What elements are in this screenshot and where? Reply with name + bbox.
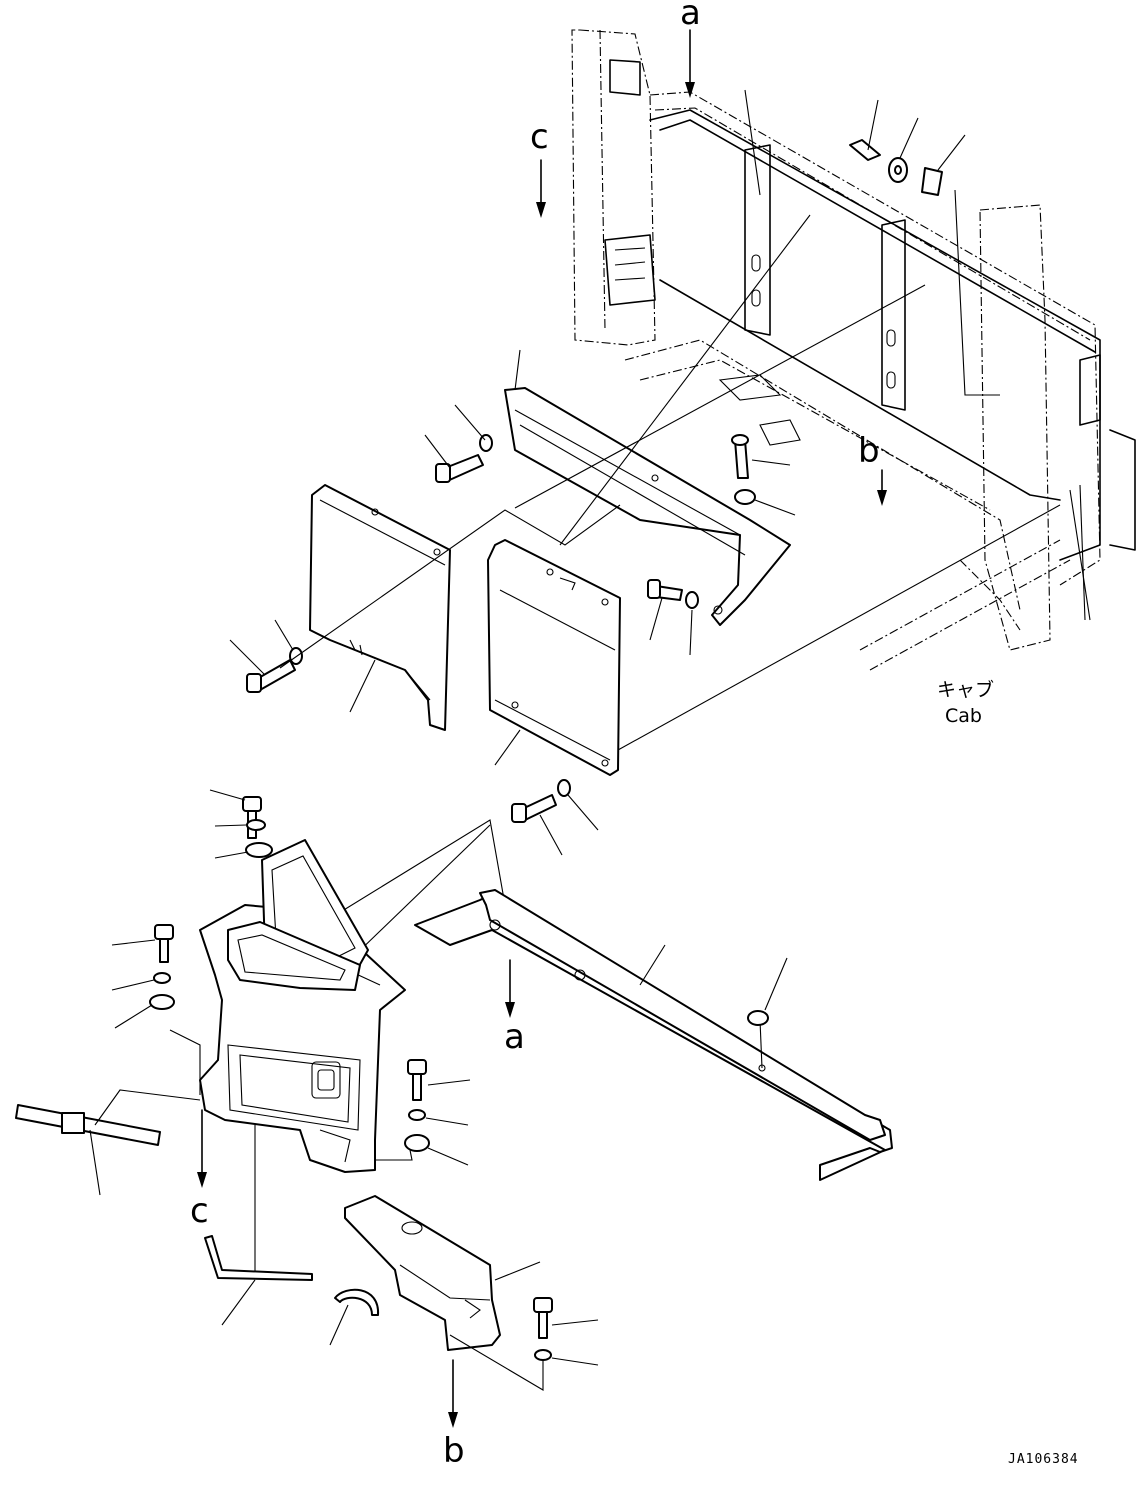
leader-lines	[279, 189, 1091, 961]
label-a-top: a	[680, 0, 701, 33]
top-fastener-group	[849, 99, 966, 196]
hook-clip	[329, 1288, 380, 1346]
label-c-lower: c	[190, 1191, 209, 1231]
lower-bracket	[344, 1195, 541, 1351]
pillar-latch	[604, 59, 656, 306]
figure-code: JA106384	[1008, 1452, 1079, 1467]
arrow-b-lower	[448, 1359, 458, 1428]
right-panel-bolt	[511, 779, 599, 856]
seal-strip	[15, 1104, 161, 1196]
console-frame	[227, 839, 369, 991]
label-a-lower: a	[504, 1017, 525, 1057]
console-bolt-stack-upper	[209, 789, 273, 859]
wire-bracket	[204, 1125, 313, 1326]
label-b-right: b	[858, 431, 880, 471]
misc-leaders	[94, 89, 1086, 1161]
cab-rear-panel	[649, 109, 1136, 561]
arrow-c-top	[536, 159, 546, 218]
cab-frame-outline	[571, 29, 1101, 671]
lower-bracket-bolt	[449, 1297, 599, 1391]
long-rail-cover	[414, 889, 893, 1181]
upper-trim-bolt	[424, 404, 493, 483]
arrow-a-top	[685, 29, 695, 98]
cab-label-english: Cab	[945, 705, 982, 727]
upper-trim-right-fasteners	[647, 434, 796, 656]
console-bolt-stack-lower	[111, 924, 175, 1029]
right-cover-panel	[487, 539, 621, 776]
upper-trim-cover	[504, 349, 791, 626]
left-panel-bolt	[229, 619, 303, 693]
left-cover-panel	[309, 484, 451, 731]
arrow-c-lower	[197, 1109, 207, 1188]
console-bolt-stack-right	[404, 1059, 471, 1166]
arrow-a-lower	[505, 959, 515, 1018]
cab-label-japanese: キャブ	[937, 678, 994, 701]
arrow-b-right	[877, 469, 887, 506]
label-b-lower: b	[443, 1431, 465, 1471]
label-c-top: c	[530, 117, 549, 157]
